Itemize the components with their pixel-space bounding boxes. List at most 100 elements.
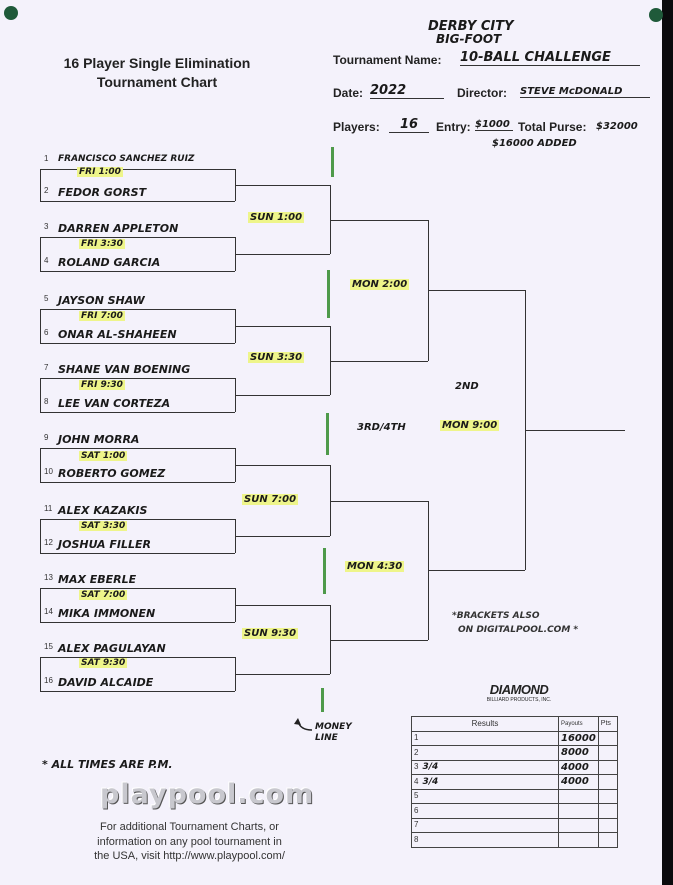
tournament-name-label: Tournament Name: (333, 53, 442, 67)
diamond-logo: DIAMOND BILLIARD PRODUCTS, INC. (471, 682, 567, 703)
pts-header: Pts (597, 716, 618, 732)
seed-number: 16 (44, 676, 53, 685)
place-number: 5 (414, 791, 419, 801)
tournament-name-value: 10-BALL CHALLENGE (460, 50, 640, 66)
place-number: 4 (414, 776, 419, 786)
pts-cell (597, 832, 618, 848)
seed-number: 12 (44, 538, 53, 547)
seed-number: 8 (44, 397, 49, 406)
player-name: MIKA IMMONEN (58, 607, 156, 620)
match-time: MON 2:00 (350, 279, 410, 290)
match-time: MON 4:30 (345, 561, 405, 572)
pts-cell (597, 759, 618, 775)
bracket-line (40, 448, 235, 449)
footer-line2: information on any pool tournament in (97, 835, 282, 848)
dark-edge (662, 0, 673, 885)
bracket-line (235, 254, 330, 255)
purse-label: Total Purse: (518, 120, 587, 134)
bracket-line (40, 237, 235, 238)
money-line-mark (323, 548, 326, 594)
diamond-logo-tagline: BILLIARD PRODUCTS, INC. (486, 697, 552, 703)
entry-label: Entry: (436, 120, 471, 134)
player-name: JOHN MORRA (58, 433, 140, 446)
player-name: ROLAND GARCIA (58, 256, 161, 269)
bracket-line (330, 639, 428, 641)
bracket-line (40, 309, 235, 310)
place-number: 6 (414, 805, 419, 815)
pts-cell (597, 817, 618, 833)
results-place-cell: 6 (411, 803, 559, 819)
bracket-line (40, 309, 41, 343)
bracket-line (40, 588, 235, 589)
bracket-line (40, 519, 235, 520)
payout-cell: 4000 (558, 774, 599, 790)
date-value: 2022 (370, 83, 444, 99)
bracket-line (235, 326, 330, 327)
place-number: 3 (414, 762, 419, 772)
player-name: DAVID ALCAIDE (58, 676, 154, 689)
bracket-line (330, 360, 428, 362)
seed-number: 10 (44, 467, 53, 476)
match-time: FRI 3:30 (79, 239, 125, 249)
player-name: DARREN APPLETON (58, 222, 179, 235)
third-fourth-label: 3RD/4TH (357, 422, 406, 433)
seed-number: 14 (44, 607, 53, 616)
seed-number: 7 (44, 363, 49, 372)
place-name: 3/4 (422, 762, 439, 773)
bracket-line (235, 536, 330, 537)
seed-number: 3 (44, 222, 49, 231)
arrow-icon (292, 716, 314, 739)
date-label: Date: (333, 86, 364, 100)
player-name: ROBERTO GOMEZ (58, 467, 166, 480)
bracket-line (40, 169, 41, 201)
diamond-logo-name: DIAMOND (489, 682, 549, 697)
match-time: FRI 9:30 (79, 380, 125, 390)
results-row: 5 (411, 788, 618, 804)
match-time: SAT 3:30 (79, 521, 128, 531)
match-time: SAT 9:30 (79, 658, 128, 668)
results-place-cell: 2 (411, 745, 559, 761)
seed-number: 4 (44, 256, 49, 265)
pts-cell (597, 788, 618, 804)
pts-cell (597, 774, 618, 790)
money-line-mark (327, 270, 330, 318)
payout-cell (558, 788, 599, 804)
bracket-line (40, 657, 41, 691)
all-times-note: * ALL TIMES ARE P.M. (42, 758, 173, 771)
bracket-line (40, 622, 235, 623)
match-time: SUN 7:00 (242, 494, 299, 505)
player-name: JAYSON SHAW (58, 294, 145, 307)
results-place-cell: 7 (411, 817, 559, 833)
bracket-line (40, 519, 41, 553)
player-name: ONAR AL-SHAHEEN (58, 328, 177, 341)
pts-cell (597, 803, 618, 819)
bracket-line (40, 657, 235, 658)
match-time: SUN 9:30 (242, 628, 299, 639)
footer-text: For additional Tournament Charts, or inf… (62, 820, 317, 864)
bracket-line (40, 691, 235, 692)
payout-cell (558, 803, 599, 819)
place-number: 1 (414, 733, 419, 743)
results-row: 6 (411, 803, 618, 819)
director-value: STEVE McDONALD (520, 86, 650, 98)
bracket-line (40, 412, 235, 413)
seed-number: 9 (44, 433, 49, 442)
results-row: 8 (411, 832, 618, 848)
bracket-line (40, 588, 41, 622)
payout-cell (558, 832, 599, 848)
place-name: 3/4 (422, 776, 439, 787)
results-header: Results (411, 716, 559, 732)
match-time: SUN 1:00 (248, 212, 305, 223)
player-name: SHANE VAN BOENING (58, 363, 191, 376)
pin-icon (649, 8, 663, 22)
bracket-line (40, 343, 235, 344)
bracket-line (428, 290, 525, 291)
match-time: SAT 7:00 (79, 590, 128, 600)
second-place-label: 2ND (455, 381, 479, 392)
pts-cell (597, 730, 618, 746)
chart-title-line2: Tournament Chart (96, 74, 218, 90)
match-time: SAT 1:00 (79, 451, 128, 461)
